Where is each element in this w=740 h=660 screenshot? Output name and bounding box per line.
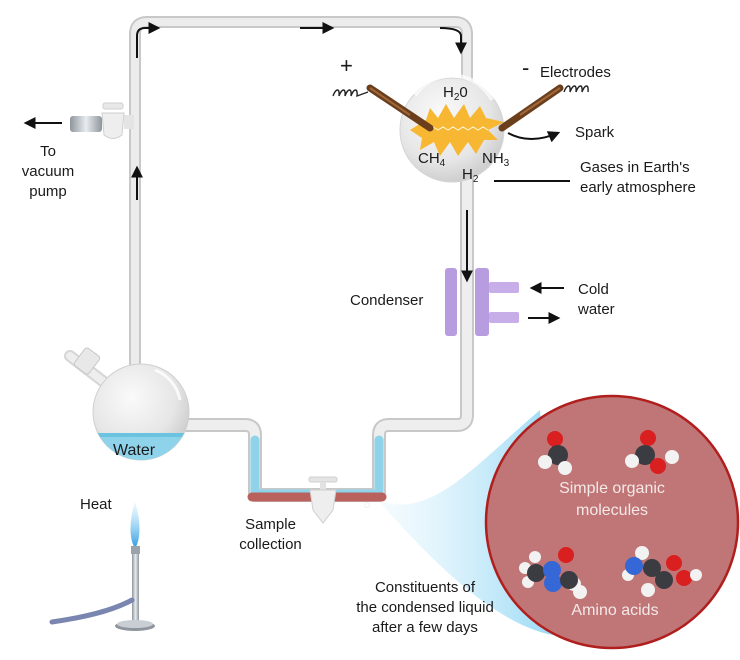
- plus-sign: +: [340, 53, 353, 78]
- condenser: [445, 268, 519, 336]
- formula-h2-sub: 2: [472, 174, 479, 185]
- gases-label: Gases in Earth's early atmosphere: [580, 158, 696, 198]
- formula-nh3-sub: 3: [503, 158, 510, 169]
- electrode-positive: [366, 84, 434, 132]
- formula-nh3: NH3: [482, 150, 509, 173]
- cold-water-label: Cold water: [578, 280, 615, 320]
- sample-label-line-2: collection: [239, 536, 302, 553]
- vacuum-valve: [70, 102, 134, 139]
- vacuum-label-line-2: vacuum: [21, 163, 75, 180]
- simple-organic-label: Simple organic molecules: [532, 478, 692, 522]
- heat-label: Heat: [80, 496, 112, 513]
- simple-organic-line-1: Simple organic: [559, 480, 665, 497]
- formula-ch4-base: CH: [418, 150, 440, 167]
- amino-acids-label: Amino acids: [571, 602, 659, 619]
- glass-tubing: [129, 16, 474, 502]
- molecule-formic-acid: [625, 430, 679, 474]
- constituents-line-2: the condensed liquid: [356, 599, 494, 616]
- sample-label-line-1: Sample: [245, 516, 296, 533]
- bunsen-burner: [49, 502, 155, 631]
- constituents-line-3: after a few days: [372, 619, 478, 636]
- formula-h2-base: H: [462, 166, 473, 183]
- cold-water-line-2: water: [578, 301, 615, 318]
- spark-zigzag: [427, 126, 489, 131]
- formula-h2o-base: H: [443, 84, 454, 101]
- spark-arrow: [507, 131, 561, 143]
- vacuum-label-line-1: To: [40, 143, 56, 160]
- formula-h2: H2: [462, 166, 478, 189]
- bubble: [364, 502, 370, 508]
- constituents-line-1: Constituents of: [374, 579, 476, 596]
- formula-h2o-sub: 2: [453, 92, 460, 103]
- spark-icon: [410, 104, 504, 156]
- electrode-negative: [498, 84, 564, 132]
- flow-arrows: [131, 22, 473, 283]
- molecule-amino-acid-1: [519, 547, 587, 599]
- sample-tap: [308, 476, 338, 524]
- formula-ch4: CH4: [418, 150, 445, 173]
- constituents-label: Constituents of the condensed liquid aft…: [350, 578, 500, 638]
- minus-sign: -: [522, 55, 530, 80]
- water-label: Water: [113, 442, 156, 459]
- coil-left-icon: [332, 89, 369, 98]
- gases-label-line-2: early atmosphere: [580, 179, 696, 196]
- molecule-amino-acid-2: [622, 546, 702, 597]
- coil-right-icon: [563, 85, 589, 93]
- formula-h2o-tail: 0: [459, 84, 468, 101]
- vacuum-label-line-3: pump: [29, 183, 67, 200]
- simple-organic-line-2: molecules: [575, 502, 649, 519]
- cold-water-line-1: Cold: [578, 281, 609, 298]
- molecule-formaldehyde: [538, 431, 572, 475]
- water-flask: [92, 363, 190, 461]
- formula-ch4-sub: 4: [439, 158, 446, 169]
- formula-h2o: H20: [443, 84, 468, 107]
- electrodes-label: Electrodes: [540, 64, 611, 81]
- formula-nh3-base: NH: [482, 150, 504, 167]
- flask-side-tap: [64, 347, 110, 388]
- vacuum-pump-label: To vacuum pump: [18, 142, 78, 202]
- spark-label: Spark: [575, 124, 615, 141]
- condenser-label: Condenser: [350, 292, 424, 309]
- gases-label-line-1: Gases in Earth's: [580, 159, 690, 176]
- sample-collection-label: Sample collection: [228, 515, 313, 555]
